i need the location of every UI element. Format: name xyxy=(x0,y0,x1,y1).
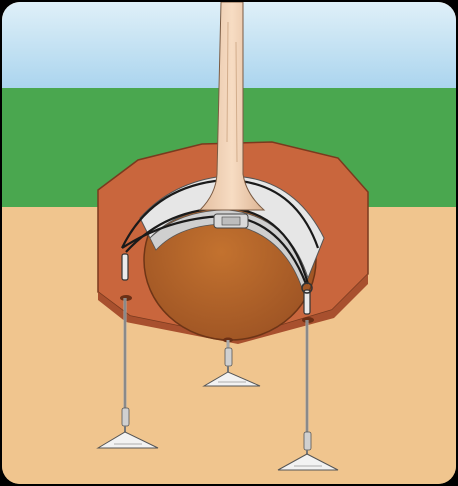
turnbuckle-icon xyxy=(121,253,313,315)
anchor-plate-label xyxy=(0,0,1,1)
anchor-plate-marks xyxy=(114,381,322,467)
tree-trunk-icon xyxy=(198,2,266,211)
anchor-rod-right xyxy=(303,320,312,458)
anchor-plate-icon xyxy=(96,371,339,471)
center-buckle-icon xyxy=(213,213,249,229)
pit-shadow xyxy=(98,274,368,344)
